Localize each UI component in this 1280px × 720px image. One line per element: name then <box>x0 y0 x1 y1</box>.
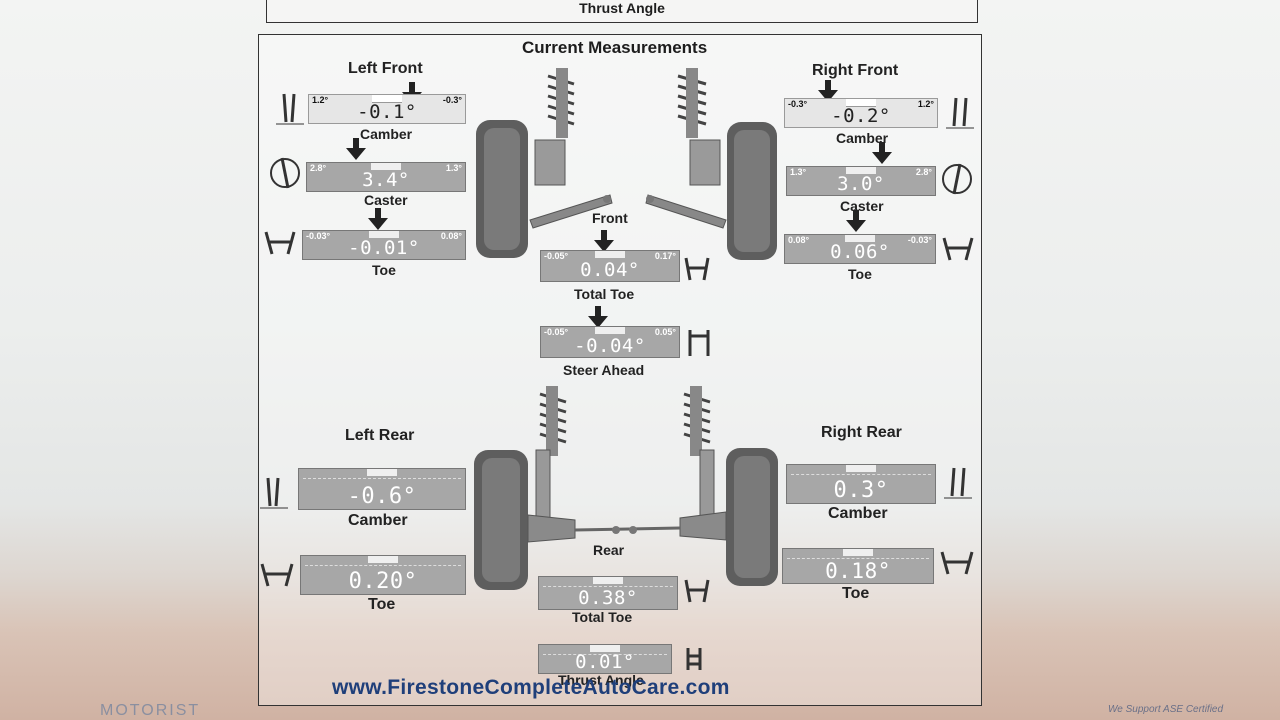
right-rear-camber-meter: 0.3° <box>786 464 936 504</box>
range-max: 2.8° <box>915 167 932 177</box>
left-front-camber-value: -0.1° <box>357 101 417 123</box>
left-rear-camber-name: Camber <box>348 512 408 529</box>
right-front-toe-value: 0.06° <box>830 241 890 263</box>
range-min: -0.03° <box>306 231 331 241</box>
left-rear-label: Left Rear <box>345 427 415 444</box>
footer-brand: MOTORIST <box>100 702 201 719</box>
front-total-toe-name: Total Toe <box>574 286 635 302</box>
toe-icon <box>258 560 296 594</box>
right-front-caster-indicator <box>872 142 892 164</box>
left-front-caster-meter: 2.8° 1.3° 3.4° <box>306 162 466 192</box>
caster-icon <box>268 156 302 190</box>
left-rear-camber-value: -0.6° <box>347 484 417 509</box>
range-max: -0.03° <box>907 235 932 245</box>
right-front-toe-meter: 0.08° -0.03° 0.06° <box>784 234 936 264</box>
rear-total-toe-meter: 0.38° <box>538 576 678 610</box>
toe-icon <box>940 232 976 266</box>
camber-icon <box>944 466 972 500</box>
thrust-angle-name: Thrust Angle <box>558 672 644 688</box>
right-front-caster-name: Caster <box>840 198 884 214</box>
right-rear-toe-meter: 0.18° <box>782 548 934 584</box>
thrust-angle-value: 0.01° <box>575 651 635 673</box>
left-front-toe-name: Toe <box>372 262 396 278</box>
range-min: -0.05° <box>544 327 569 337</box>
left-rear-toe-value: 0.20° <box>348 569 418 594</box>
footer-url: www.FirestoneCompleteAutoCare.com <box>332 676 730 699</box>
front-total-toe-meter: -0.05° 0.17° 0.04° <box>540 250 680 282</box>
camber-icon <box>946 96 974 130</box>
right-front-camber-meter: -0.3° 1.2° -0.2° <box>784 98 938 128</box>
left-front-camber-meter: 1.2° -0.3° -0.1° <box>308 94 466 124</box>
range-max: 1.2° <box>917 99 934 109</box>
front-axle-label: Front <box>592 210 628 226</box>
rear-total-toe-name: Total Toe <box>572 609 633 625</box>
right-front-label: Right Front <box>812 62 899 79</box>
right-rear-camber-value: 0.3° <box>833 478 889 503</box>
right-front-caster-meter: 1.3° 2.8° 3.0° <box>786 166 936 196</box>
left-front-label: Left Front <box>348 60 423 77</box>
rear-total-toe-value: 0.38° <box>578 587 638 609</box>
left-front-caster-name: Caster <box>364 192 408 208</box>
thrust-angle-meter: 0.01° <box>538 644 672 674</box>
right-rear-label: Right Rear <box>821 424 902 441</box>
total-toe-icon <box>682 254 712 288</box>
left-front-camber-name: Camber <box>360 126 413 142</box>
left-rear-toe-name: Toe <box>368 596 396 613</box>
right-rear-camber-name: Camber <box>828 505 888 522</box>
range-min: 0.08° <box>788 235 810 245</box>
left-rear-toe-meter: 0.20° <box>300 555 466 595</box>
range-min: -0.3° <box>788 99 808 109</box>
left-front-toe-indicator <box>368 208 388 230</box>
steer-ahead-name: Steer Ahead <box>563 362 645 378</box>
toe-icon <box>262 226 298 260</box>
left-front-toe-meter: -0.03° 0.08° -0.01° <box>302 230 466 260</box>
caster-icon <box>940 162 974 196</box>
range-min: 1.2° <box>312 95 329 105</box>
range-min: -0.05° <box>544 251 569 261</box>
steer-ahead-meter: -0.05° 0.05° -0.04° <box>540 326 680 358</box>
range-max: 0.05° <box>654 327 676 337</box>
steering-icon <box>684 326 714 360</box>
right-rear-toe-value: 0.18° <box>825 559 891 583</box>
left-rear-camber-meter: -0.6° <box>298 468 466 510</box>
right-front-camber-value: -0.2° <box>831 105 891 127</box>
camber-icon <box>276 92 304 126</box>
total-toe-indicator <box>594 230 614 252</box>
range-max: 1.3° <box>445 163 462 173</box>
right-rear-toe-name: Toe <box>842 585 870 602</box>
toe-icon <box>938 548 976 582</box>
right-front-toe-name: Toe <box>848 266 872 282</box>
previous-section-label: Thrust Angle <box>579 0 665 16</box>
rear-axle-label: Rear <box>593 542 625 558</box>
range-max: 0.17° <box>654 251 676 261</box>
left-front-toe-value: -0.01° <box>348 237 420 259</box>
right-front-toe-indicator <box>846 210 866 232</box>
previous-section-box: Thrust Angle <box>266 0 978 23</box>
footer-badge: We Support ASE Certified <box>1108 704 1224 715</box>
left-front-caster-value: 3.4° <box>362 169 410 191</box>
left-front-caster-indicator <box>346 138 366 160</box>
total-toe-icon <box>682 576 712 610</box>
right-front-caster-value: 3.0° <box>837 173 885 195</box>
page-title: Current Measurements <box>522 38 708 57</box>
range-max: -0.3° <box>442 95 462 105</box>
camber-icon <box>260 476 288 510</box>
thrust-angle-icon <box>684 644 704 678</box>
right-front-camber-name: Camber <box>836 130 889 146</box>
range-min: 2.8° <box>310 163 327 173</box>
front-total-toe-value: 0.04° <box>580 259 640 281</box>
range-max: 0.08° <box>440 231 462 241</box>
steer-ahead-indicator <box>588 306 608 328</box>
range-min: 1.3° <box>790 167 807 177</box>
steer-ahead-value: -0.04° <box>574 335 646 357</box>
